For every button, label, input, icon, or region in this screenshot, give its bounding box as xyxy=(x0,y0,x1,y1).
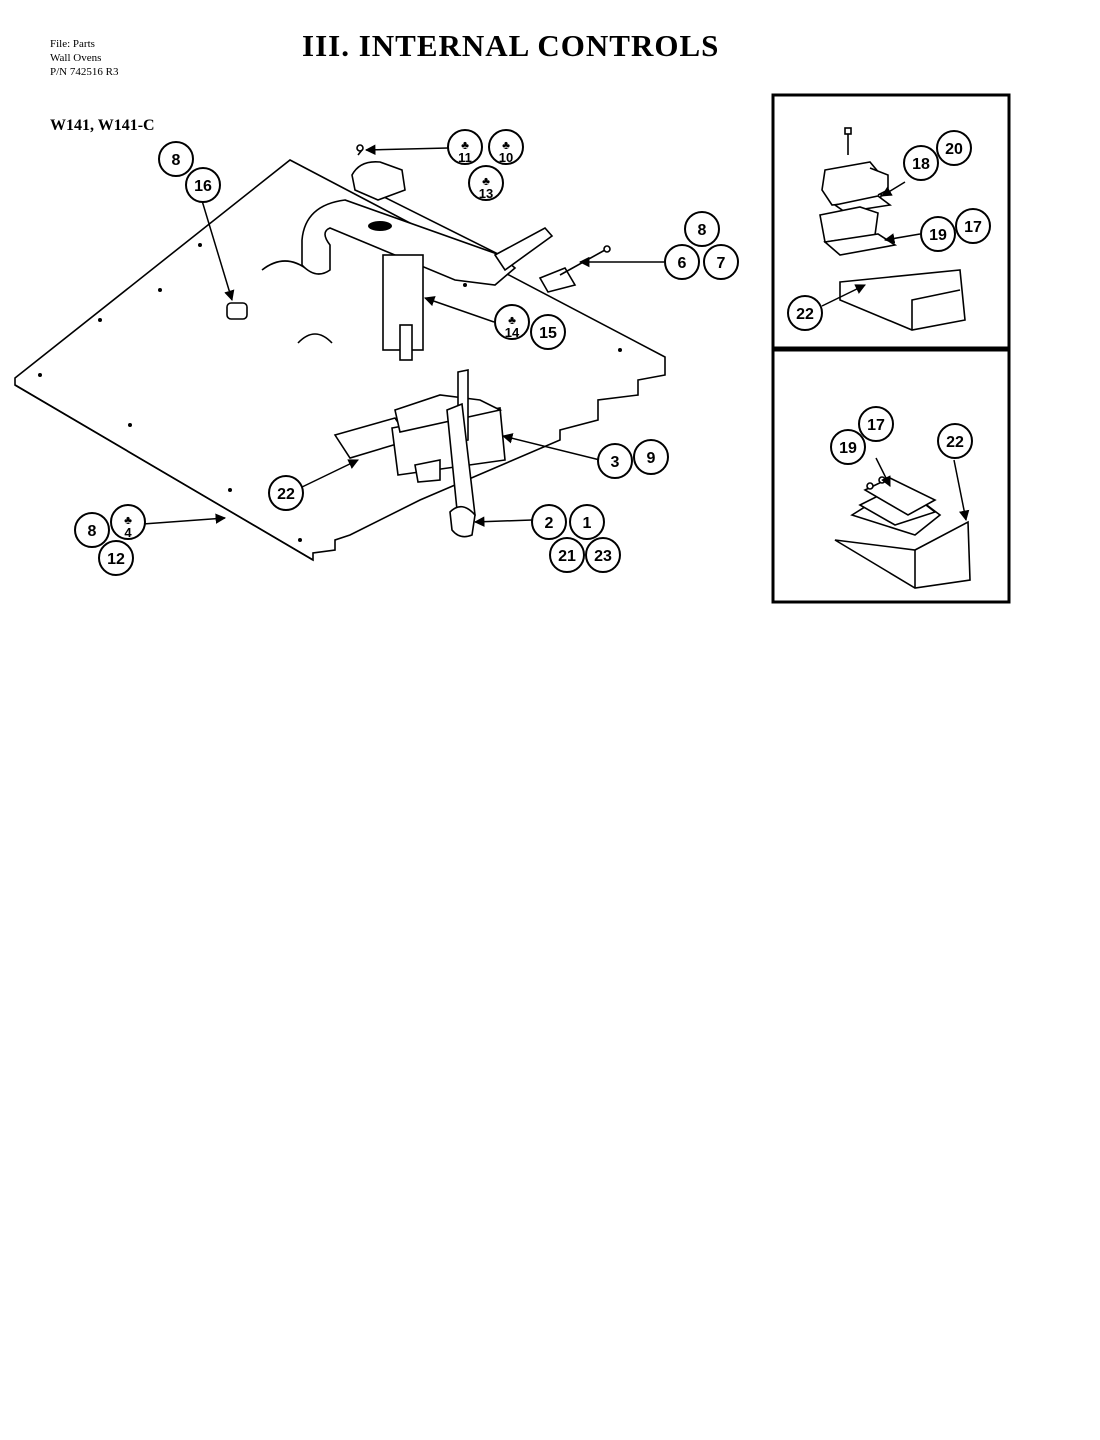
callout-22-main: 22 xyxy=(268,475,304,511)
elbow-duct xyxy=(301,184,554,286)
callout-2: 2 xyxy=(531,504,567,540)
callout-9: 9 xyxy=(633,439,669,475)
file-info-line-2: Wall Ovens xyxy=(50,52,102,64)
svg-text:22: 22 xyxy=(796,306,814,323)
callout-21: 21 xyxy=(549,537,585,573)
callout-group: 8 16 ♣11 ♣10 ♣13 8 6 7 ♣14 15 3 9 22 8 ♣ xyxy=(74,129,991,576)
callout-1: 1 xyxy=(569,504,605,540)
callout-8-top-left: 8 xyxy=(158,141,194,177)
callout-17-inset-top: 17 xyxy=(955,208,991,244)
svg-text:8: 8 xyxy=(172,152,181,169)
callout-13: ♣13 xyxy=(468,165,504,201)
callout-17-inset-bottom: 17 xyxy=(858,406,894,442)
callout-15: 15 xyxy=(530,314,566,350)
callout-6: 6 xyxy=(664,244,700,280)
callout-23: 23 xyxy=(585,537,621,573)
svg-text:8: 8 xyxy=(88,523,97,540)
svg-text:2: 2 xyxy=(545,515,554,532)
callout-4: ♣4 xyxy=(110,504,146,540)
file-info-line-1: File: Parts xyxy=(50,38,95,50)
inset-box-top xyxy=(771,93,1011,350)
inset-box-bottom xyxy=(771,348,1011,604)
callout-20: 20 xyxy=(936,130,972,166)
model-label: W141, W141-C xyxy=(50,117,155,134)
vertical-tube xyxy=(382,254,424,361)
svg-text:21: 21 xyxy=(558,548,576,565)
callout-19-inset-bottom: 19 xyxy=(830,429,866,465)
svg-text:7: 7 xyxy=(717,255,726,272)
svg-text:♣: ♣ xyxy=(461,138,469,152)
svg-text:♣: ♣ xyxy=(502,138,510,152)
callout-7: 7 xyxy=(703,244,739,280)
callout-22-inset-top: 22 xyxy=(787,295,823,331)
svg-text:♣: ♣ xyxy=(482,174,490,188)
svg-text:14: 14 xyxy=(505,325,520,340)
svg-text:17: 17 xyxy=(867,417,885,434)
svg-text:♣: ♣ xyxy=(508,313,516,327)
file-info: File: Parts Wall Ovens P/N 742516 R3 xyxy=(50,37,118,79)
svg-text:22: 22 xyxy=(277,486,295,503)
svg-text:3: 3 xyxy=(611,454,620,471)
callout-16: 16 xyxy=(185,167,221,203)
svg-text:23: 23 xyxy=(594,548,612,565)
svg-text:11: 11 xyxy=(458,150,472,165)
leader-lines xyxy=(142,144,664,527)
callout-18: 18 xyxy=(903,145,939,181)
svg-text:8: 8 xyxy=(698,222,707,239)
control-switch-assembly xyxy=(333,369,506,538)
callout-8-bottom-left: 8 xyxy=(74,512,110,548)
svg-text:19: 19 xyxy=(839,440,857,457)
callout-3: 3 xyxy=(597,443,633,479)
svg-text:13: 13 xyxy=(479,186,493,201)
svg-text:22: 22 xyxy=(946,434,964,451)
svg-text:1: 1 xyxy=(583,515,592,532)
svg-text:12: 12 xyxy=(107,551,125,568)
svg-text:6: 6 xyxy=(678,255,687,272)
page-title: III. INTERNAL CONTROLS xyxy=(302,28,720,63)
svg-text:20: 20 xyxy=(945,141,963,158)
top-fitting xyxy=(351,144,406,201)
svg-text:♣: ♣ xyxy=(124,513,132,527)
bracket-probe xyxy=(538,245,611,293)
svg-text:18: 18 xyxy=(912,156,930,173)
svg-text:4: 4 xyxy=(124,525,132,540)
callout-10: ♣10 xyxy=(488,129,524,165)
callout-11: ♣11 xyxy=(447,129,483,165)
svg-text:15: 15 xyxy=(539,325,557,342)
svg-text:19: 19 xyxy=(929,227,947,244)
callout-8-right: 8 xyxy=(684,211,720,247)
svg-text:16: 16 xyxy=(194,178,212,195)
callout-12: 12 xyxy=(98,540,134,576)
small-clip xyxy=(226,302,248,320)
svg-text:17: 17 xyxy=(964,219,982,236)
svg-text:9: 9 xyxy=(647,450,656,467)
svg-text:10: 10 xyxy=(499,150,513,165)
callout-19-inset-top: 19 xyxy=(920,216,956,252)
callout-14: ♣14 xyxy=(494,304,530,340)
file-info-line-3: P/N 742516 R3 xyxy=(50,66,119,78)
callout-22-inset-bottom: 22 xyxy=(937,423,973,459)
